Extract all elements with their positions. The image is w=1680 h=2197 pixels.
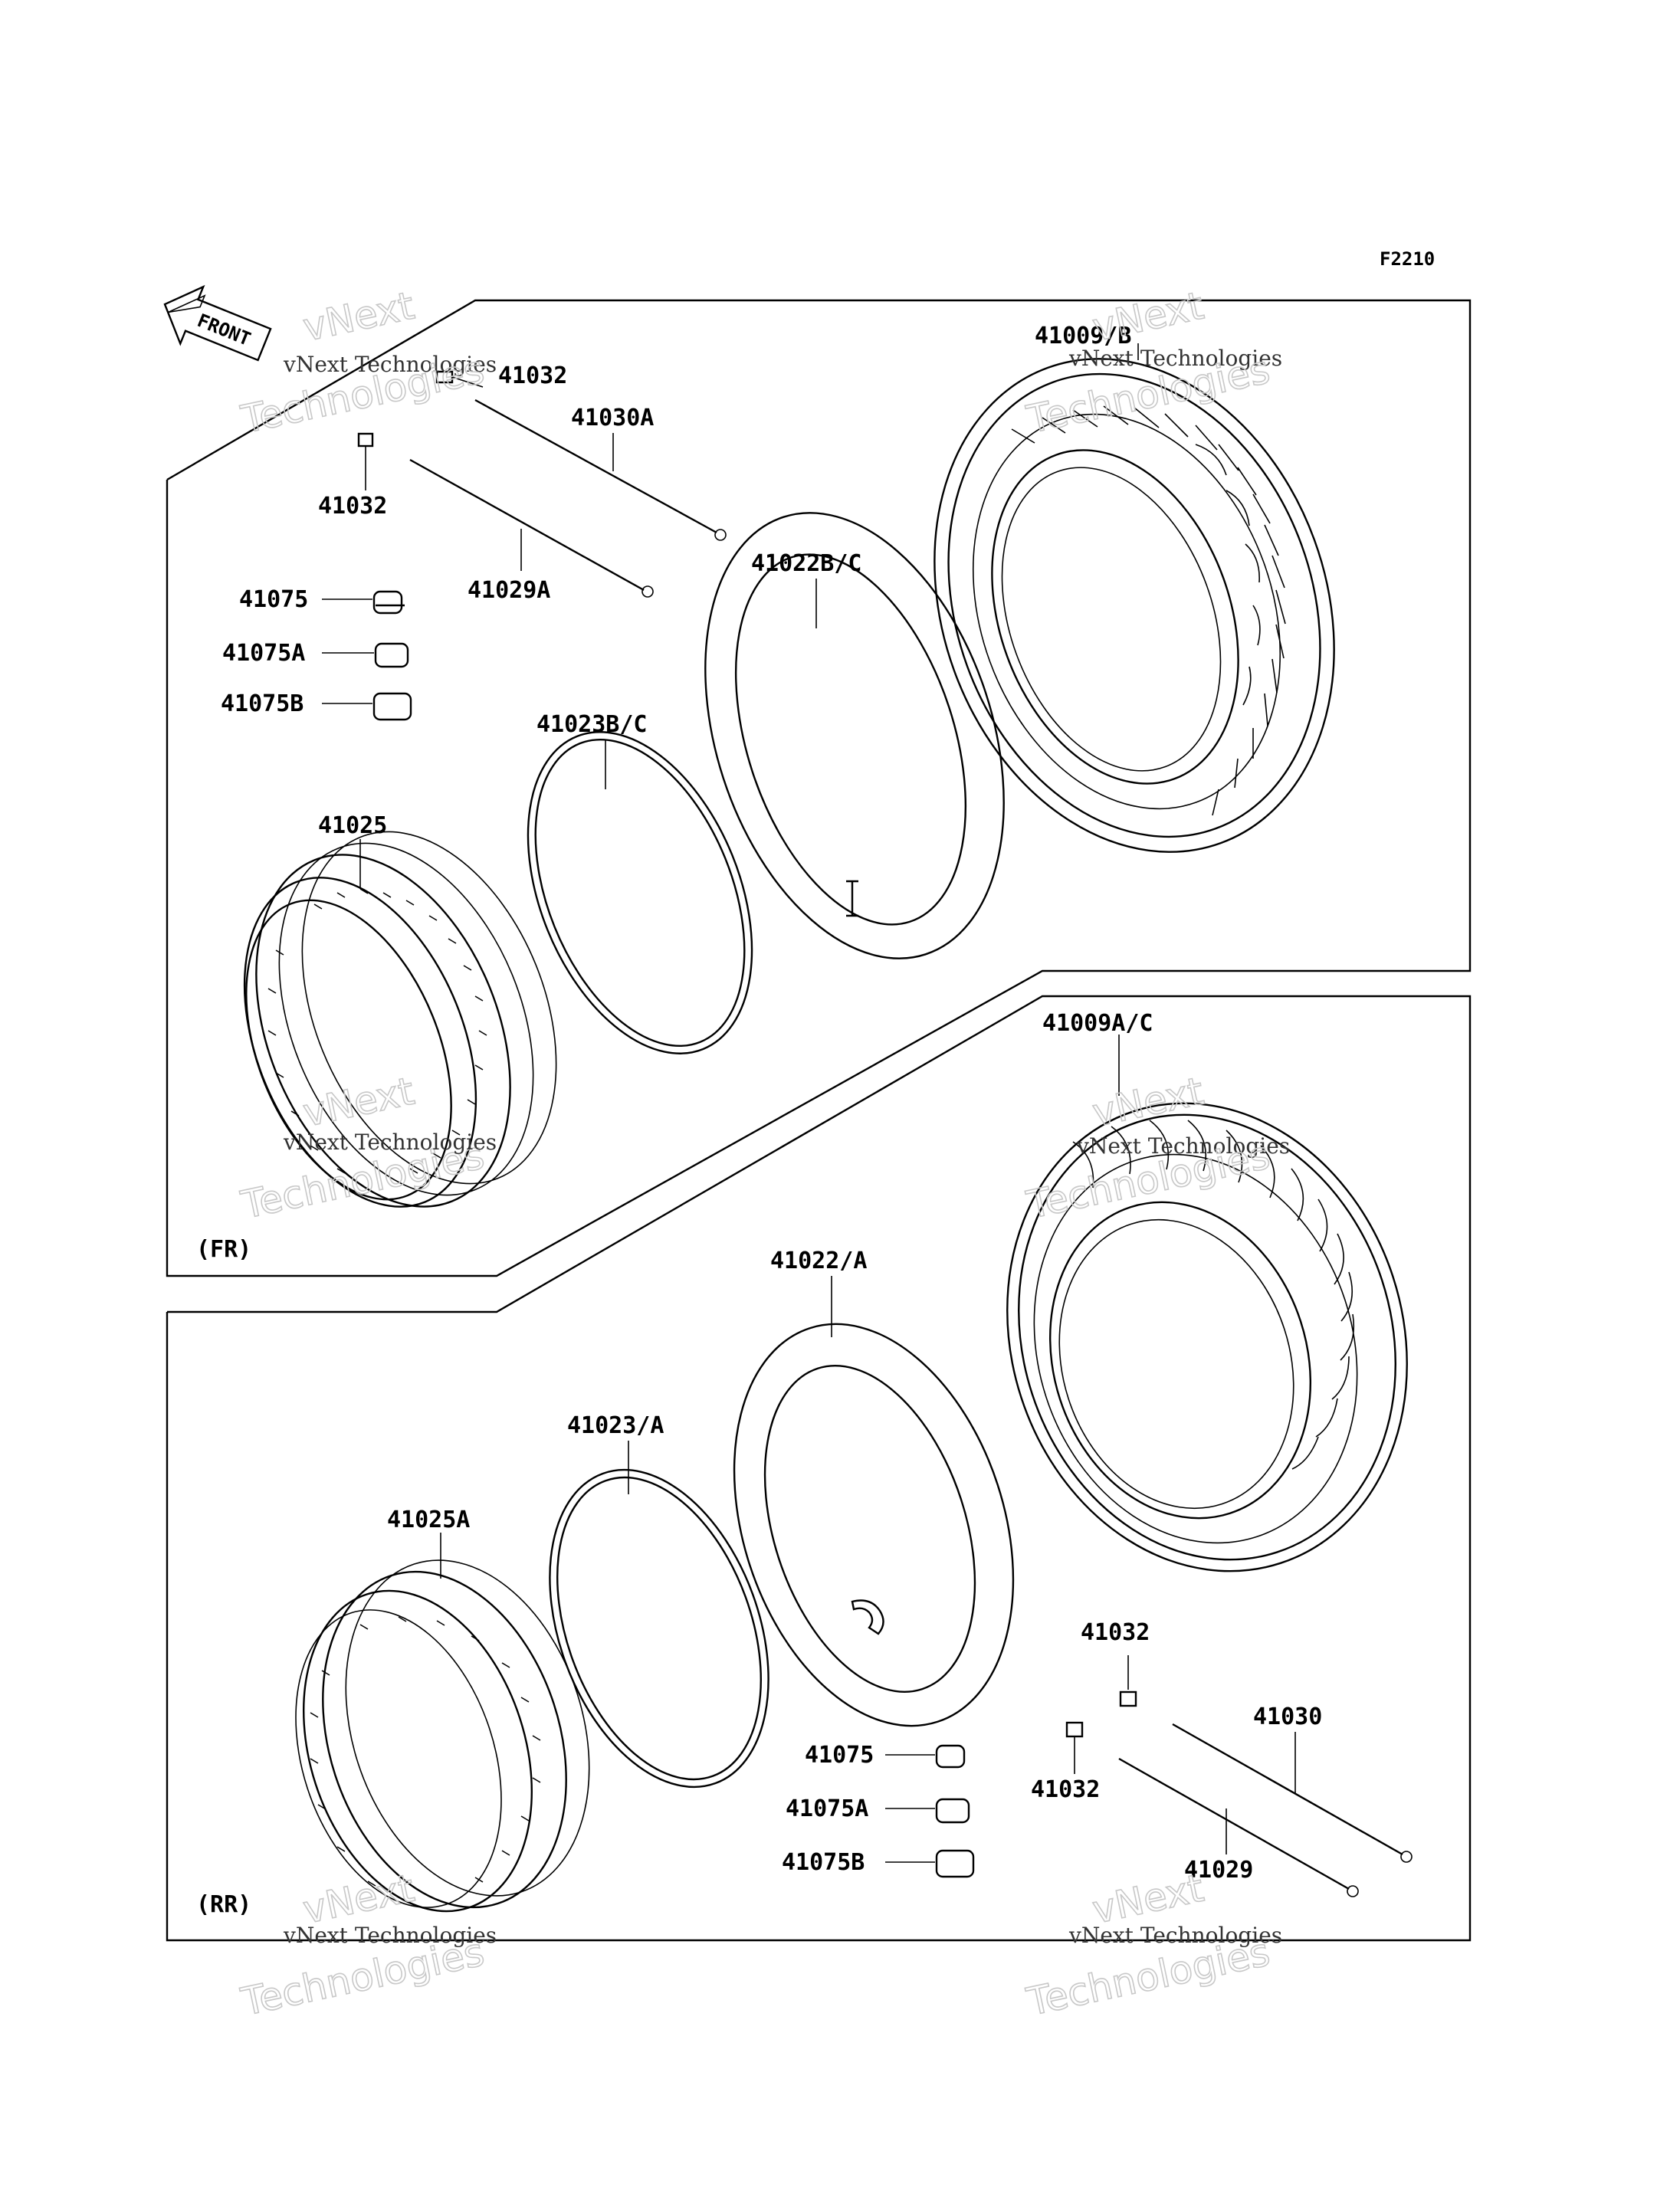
label-rr-spoke-b: 41029 <box>1184 1857 1253 1884</box>
watermark-text: vNext Technologies <box>1076 1133 1290 1159</box>
label-fr-weight-3: 41075B <box>221 690 304 717</box>
watermark-big: vNext <box>1088 1069 1207 1136</box>
rr-spoke-a-end <box>1400 1851 1413 1863</box>
label-fr-weight-1: 41075 <box>239 586 308 613</box>
front-tire <box>934 358 1335 853</box>
rr-nipple-top <box>1119 1655 1137 1707</box>
label-rr-weight-2: 41075A <box>786 1795 868 1822</box>
section-label-rear: (RR) <box>196 1891 251 1918</box>
rr-spoke-b-end <box>1347 1885 1359 1897</box>
label-fr-spoke-a: 41030A <box>571 405 654 431</box>
label-fr-band: 41023B/C <box>536 711 648 738</box>
fr-spoke-a-end <box>714 529 727 541</box>
rr-weight-3 <box>935 1849 975 1878</box>
label-rr-weight-3: 41075B <box>782 1849 865 1876</box>
fr-nipple <box>357 432 374 490</box>
rr-nipple-bot <box>1065 1721 1084 1774</box>
label-rr-tube: 41022/A <box>770 1248 867 1274</box>
watermark-text: vNext Technologies <box>1068 346 1282 371</box>
watermark-big: vNext <box>1088 284 1207 350</box>
label-fr-rim: 41025 <box>318 812 387 839</box>
front-rim <box>243 831 557 1208</box>
watermark-big: vNext <box>299 1069 418 1136</box>
label-rr-nipple-bot: 41032 <box>1031 1776 1100 1803</box>
label-rr-spoke-a: 41030 <box>1253 1703 1322 1730</box>
label-rr-tire: 41009A/C <box>1042 1010 1153 1037</box>
label-rr-band: 41023/A <box>567 1412 664 1439</box>
rear-rim <box>295 1559 590 1913</box>
watermark-text: vNext Technologies <box>283 352 497 377</box>
label-rr-nipple-top: 41032 <box>1081 1619 1150 1646</box>
front-panel-frame <box>166 299 1472 1277</box>
section-label-front: (FR) <box>196 1236 251 1263</box>
fr-valve-cap <box>435 370 484 388</box>
rear-tube <box>733 1323 1015 1727</box>
fr-spoke-b <box>409 458 645 592</box>
front-label: FRONT <box>195 310 254 350</box>
fr-weight-3 <box>372 692 412 721</box>
rear-tire <box>1006 1102 1408 1572</box>
fr-weight-1 <box>372 590 405 615</box>
figure-code: F2210 <box>1380 248 1435 270</box>
rr-spoke-b <box>1118 1757 1350 1890</box>
rr-weight-2 <box>935 1798 970 1824</box>
label-rr-rim: 41025A <box>387 1507 470 1533</box>
label-fr-weight-2: 41075A <box>222 640 305 667</box>
watermark-text: vNext Technologies <box>283 1923 497 1948</box>
label-rr-weight-1: 41075 <box>805 1742 874 1769</box>
label-fr-tire: 41009/B <box>1035 323 1131 349</box>
rr-weight-1 <box>935 1744 966 1769</box>
label-fr-tube: 41022B/C <box>751 550 862 577</box>
rear-rim-band <box>549 1468 769 1789</box>
fr-spoke-b-end <box>641 585 654 598</box>
watermark-text: vNext Technologies <box>1068 1923 1282 1948</box>
watermark-text: vNext Technologies <box>283 1130 497 1155</box>
front-tube <box>704 512 1005 959</box>
front-rim-band <box>527 731 753 1054</box>
front-arrow-icon: FRONT <box>163 284 272 362</box>
label-fr-valve-cap: 41032 <box>498 362 567 389</box>
label-fr-spoke-b: 41029A <box>468 577 550 604</box>
fr-weight-2 <box>374 642 409 668</box>
rr-spoke-a <box>1172 1723 1403 1856</box>
watermark-big: vNext <box>299 284 418 350</box>
fr-spoke-a <box>474 398 717 534</box>
label-fr-nipple: 41032 <box>318 493 387 520</box>
rear-panel-frame <box>166 995 1472 1942</box>
